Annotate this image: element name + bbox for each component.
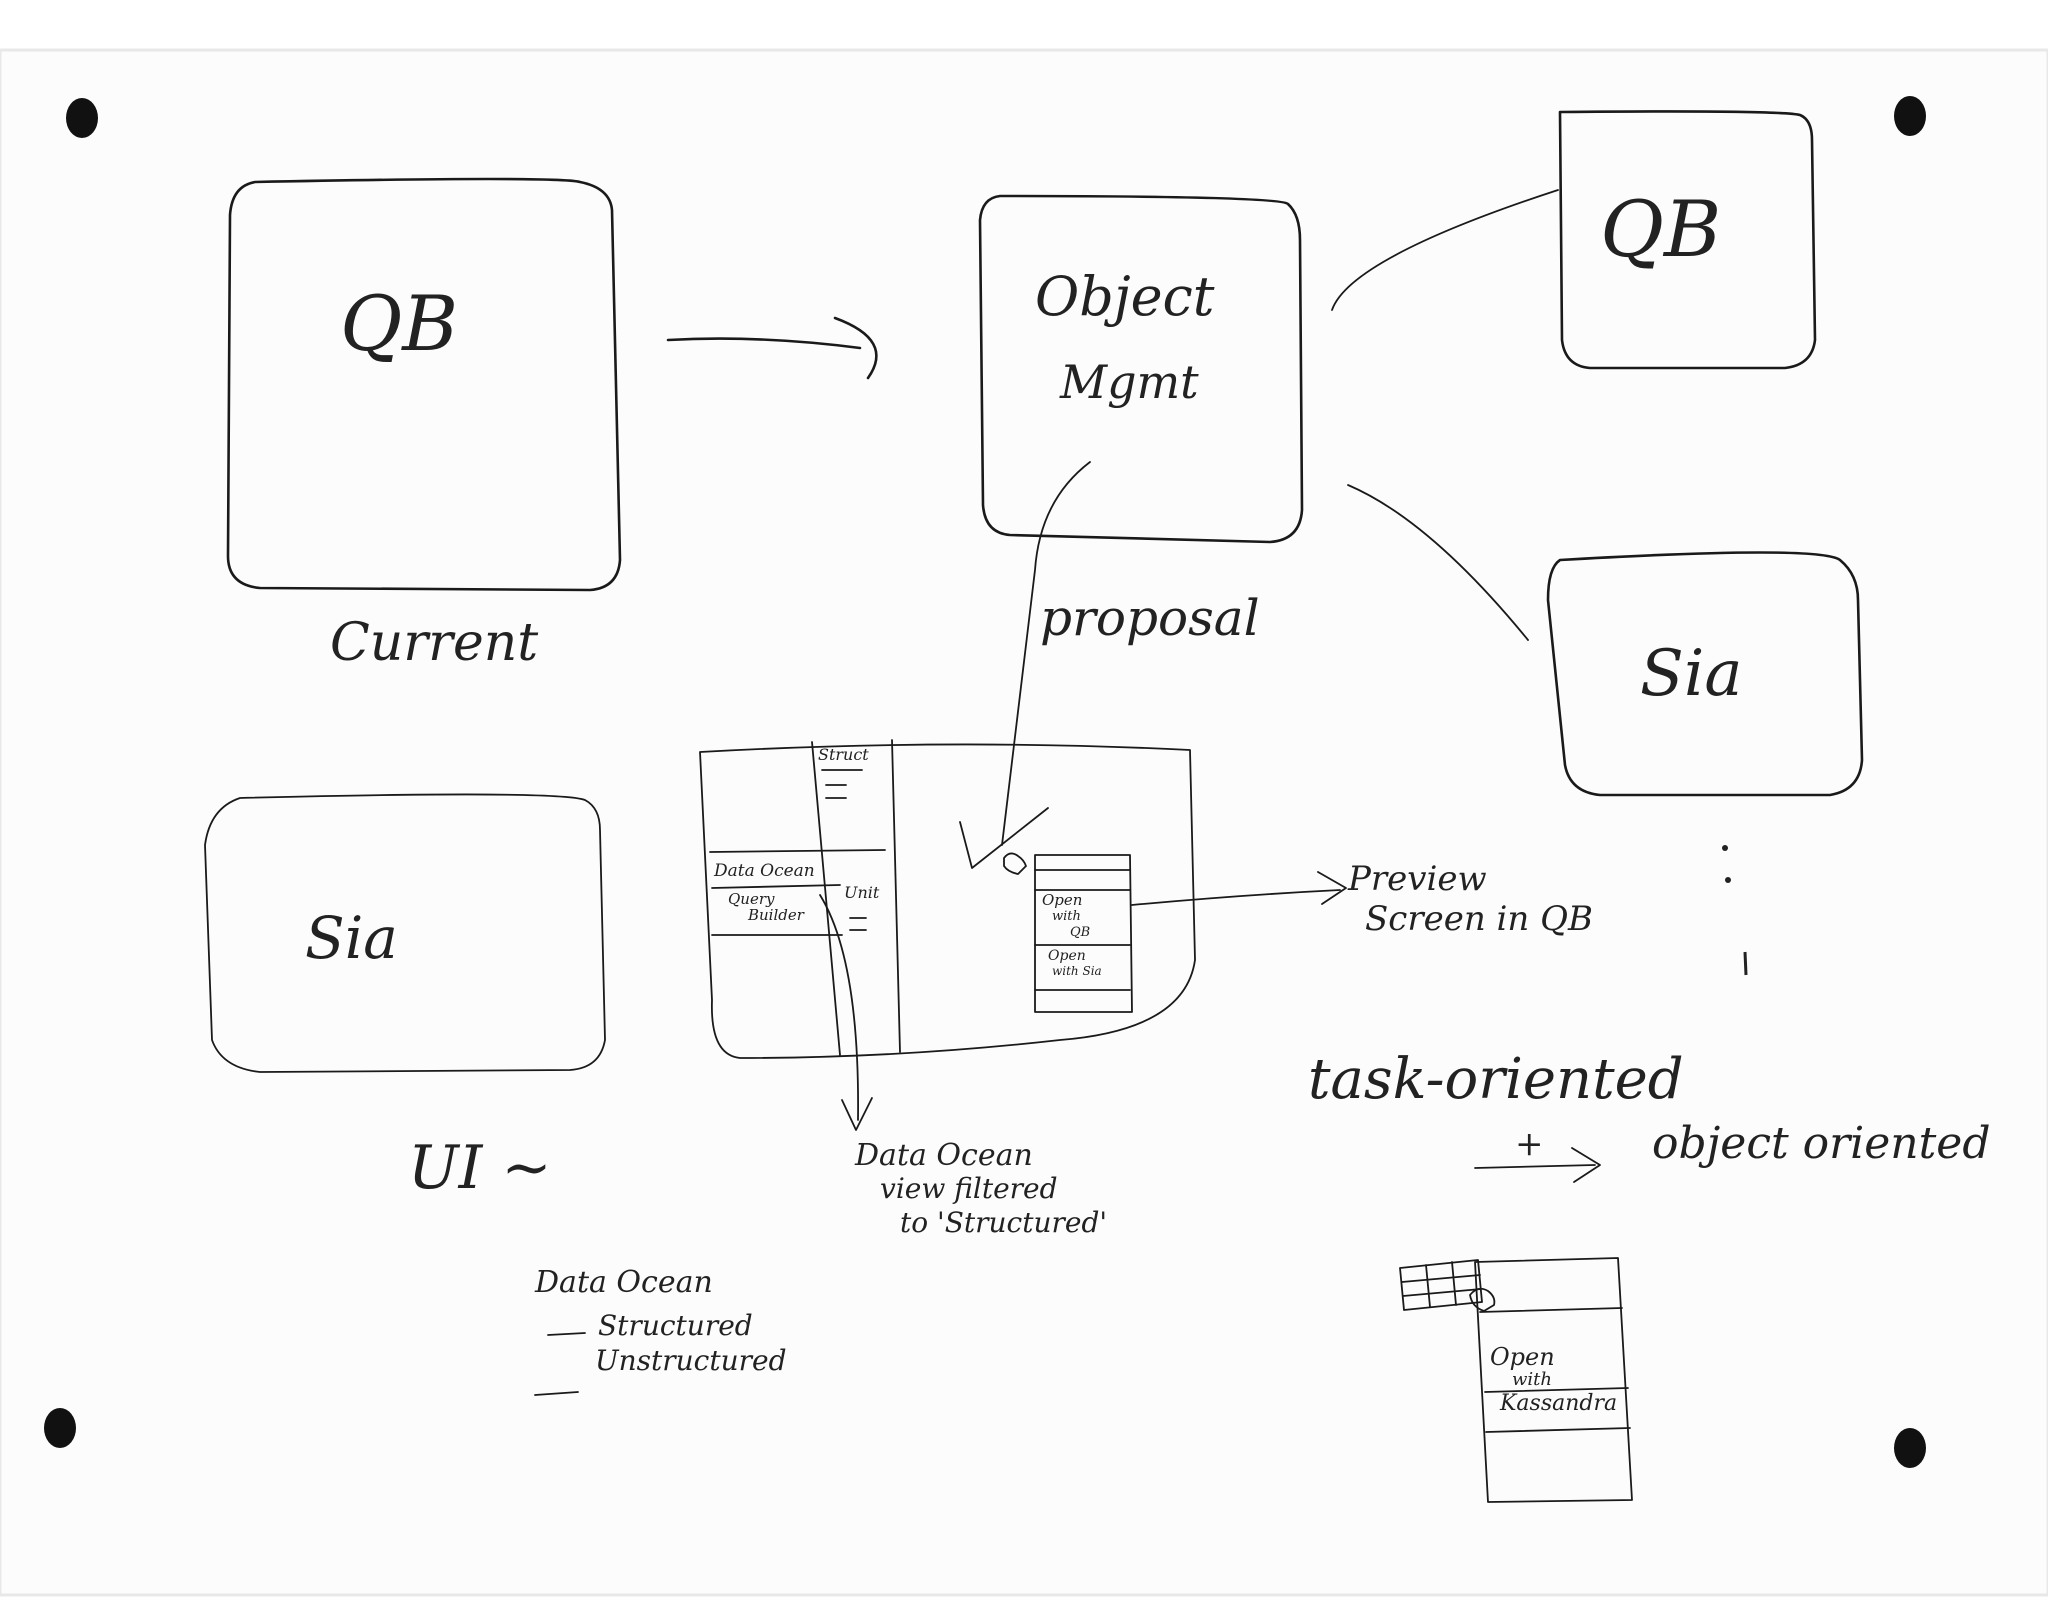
- pin-top-left-icon: [66, 98, 98, 138]
- ellipsis-vertical: [1722, 845, 1748, 976]
- data-ocean-note-line2: view filtered: [880, 1172, 1058, 1205]
- object-oriented-label: object oriented: [1652, 1118, 1991, 1169]
- open-with-sia-line2: with Sia: [1052, 964, 1102, 978]
- hand-cursor-icon: [1003, 852, 1027, 875]
- open-with-sia-line1: Open: [1048, 948, 1086, 964]
- pin-bottom-left-icon: [44, 1408, 76, 1448]
- proposal-label: proposal: [1040, 589, 1260, 647]
- preview-line2: Screen in QB: [1365, 899, 1593, 939]
- object-mgmt-line1: Object: [1035, 265, 1215, 328]
- ui-sketch-window: Struct Data Ocean Query Builder Unit Ope…: [699, 739, 1347, 1131]
- arrow-head-object-mgmt: [833, 316, 878, 380]
- sia-box-right: [1546, 551, 1864, 797]
- object-mgmt-box: [978, 194, 1304, 544]
- arrow-to-data-ocean-note: [819, 894, 859, 1121]
- check-mark: [959, 807, 1049, 869]
- hand-cursor-icon-2: [1469, 1287, 1496, 1312]
- mini-open-line1: Open: [1490, 1343, 1555, 1371]
- proposal-connector: [1001, 461, 1091, 846]
- arrow-head-data-ocean-note: [841, 1097, 873, 1131]
- arrow-head-preview: [1317, 871, 1347, 905]
- sia-box-right-label: Sia: [1640, 637, 1742, 711]
- sia-box-left-label: Sia: [305, 904, 398, 972]
- open-with-qb-line3: QB: [1070, 925, 1090, 940]
- ui-label: UI ~: [408, 1133, 552, 1203]
- pin-bottom-right-icon: [1894, 1428, 1926, 1468]
- query-builder-line2: Builder: [747, 906, 805, 924]
- query-builder-line1: Query: [728, 890, 775, 908]
- board-frame: [0, 48, 2048, 1597]
- mini-context-menu: Open with Kassandra: [1474, 1257, 1633, 1503]
- struct-label: Struct: [818, 745, 869, 764]
- arrow-prefix-label: +: [1515, 1124, 1544, 1164]
- mini-open-line3: Kassandra: [1499, 1391, 1617, 1416]
- object-mgmt-line2: Mgmt: [1059, 355, 1199, 409]
- qb-box-right: [1558, 110, 1817, 370]
- qb-box-right-label: QB: [1600, 185, 1721, 275]
- current-label: Current: [330, 613, 538, 673]
- data-ocean-item: Data Ocean: [713, 861, 815, 881]
- mini-open-line2: with: [1512, 1369, 1552, 1390]
- arrow-current-to-object-mgmt: [666, 337, 862, 350]
- arrow-head-object-oriented: [1571, 1147, 1601, 1183]
- task-oriented-label: task-oriented: [1308, 1047, 1684, 1112]
- preview-line1: Preview: [1347, 859, 1487, 899]
- list-dash-1: [547, 1332, 586, 1336]
- open-with-qb-line2: with: [1052, 909, 1081, 924]
- qb-box-current: [226, 177, 622, 592]
- sia-box-left: [204, 793, 606, 1073]
- qb-box-current-label: QB: [340, 279, 458, 368]
- unit-label: Unit: [844, 883, 880, 902]
- line-object-mgmt-to-sia: [1347, 484, 1529, 641]
- pin-top-right-icon: [1894, 96, 1926, 136]
- open-with-qb-line1: Open: [1042, 891, 1082, 909]
- data-ocean-list-item1: Structured: [598, 1309, 753, 1342]
- arrow-to-object-oriented: [1474, 1164, 1596, 1169]
- data-ocean-list-item2: Unstructured: [595, 1344, 787, 1377]
- data-ocean-list-title: Data Ocean: [534, 1265, 713, 1300]
- data-ocean-note-line1: Data Ocean: [854, 1138, 1033, 1173]
- grid-icon: [1399, 1259, 1483, 1311]
- data-ocean-note-line3: to 'Structured': [900, 1206, 1107, 1239]
- list-dash-2: [534, 1391, 579, 1396]
- arrow-to-preview: [1131, 889, 1341, 906]
- line-object-mgmt-to-qb: [1331, 189, 1559, 311]
